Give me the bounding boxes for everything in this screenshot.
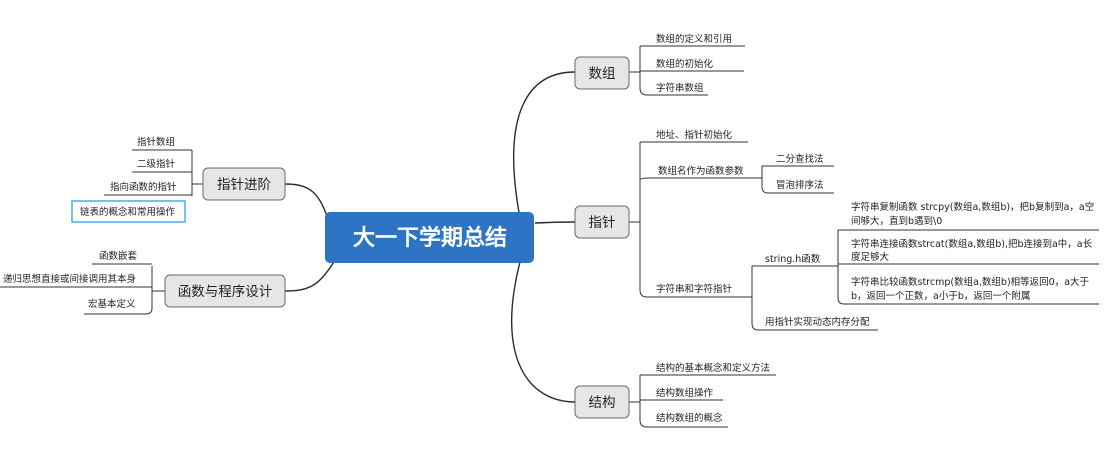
connector-root-pointers [534, 221, 576, 224]
string-h-strcmp-line2[interactable]: b，返回一个正数，a小于b，返回一个附属 [851, 290, 1030, 302]
functions-connectors [0, 263, 165, 315]
string-h-strcat-line2[interactable]: 度足够大 [851, 251, 890, 263]
pointers-item-bubble-sort[interactable]: 冒泡排序法 [776, 179, 824, 191]
functions-item-recursion[interactable]: 递归思想直接或间接调用其本身 [3, 273, 136, 285]
string-h-strcpy-line1[interactable]: 字符串复制函数 strcpy(数组a,数组b)，把b复制到a，a空 [851, 201, 1094, 213]
branch-structs[interactable]: 结构 [574, 385, 630, 419]
pointers-item-string-h[interactable]: string.h函数 [765, 253, 821, 265]
svg-text:结构: 结构 [589, 395, 616, 411]
structs-item-basics[interactable]: 结构的基本概念和定义方法 [656, 362, 770, 374]
branch-functions[interactable]: 函数与程序设计 [164, 274, 286, 308]
svg-text:函数与程序设计: 函数与程序设计 [178, 284, 273, 300]
string-h-strcpy-line2[interactable]: 间够大，直到b遇到\0 [851, 215, 942, 227]
structs-item-array-ops[interactable]: 结构数组操作 [656, 387, 714, 399]
connector-root-arrays [513, 71, 576, 219]
arrays-item-init[interactable]: 数组的初始化 [656, 58, 714, 70]
advanced-item-linked-list[interactable]: 链表的概念和常用操作 [80, 206, 176, 218]
advanced-item-pointer-array[interactable]: 指针数组 [137, 136, 176, 148]
arrays-item-definition[interactable]: 数组的定义和引用 [656, 33, 732, 45]
connector-root-functions [284, 259, 336, 292]
string-h-strcmp-line1[interactable]: 字符串比较函数strcmp(数组a,数组b)相等返回0，a大于 [851, 276, 1089, 288]
svg-text:指针: 指针 [589, 215, 616, 231]
branch-advanced-pointers[interactable]: 指针进阶 [202, 167, 286, 201]
pointers-item-binary-search[interactable]: 二分查找法 [776, 153, 824, 165]
connector-root-structs [511, 261, 576, 403]
advanced-item-func-pointer[interactable]: 指向函数的指针 [110, 181, 177, 193]
root-node[interactable]: 大一下学期总结 [325, 212, 534, 263]
arrays-connectors [629, 45, 745, 96]
functions-item-macro[interactable]: 宏基本定义 [88, 298, 136, 310]
advanced-item-double-pointer[interactable]: 二级指针 [137, 158, 176, 170]
advanced-connectors [104, 149, 203, 196]
functions-item-nesting[interactable]: 函数嵌套 [99, 250, 138, 262]
branch-arrays[interactable]: 数组 [574, 56, 630, 90]
pointers-item-array-param[interactable]: 数组名作为函数参数 [658, 165, 744, 177]
advanced-item-linked-list-selection [71, 200, 186, 223]
svg-text:指针进阶: 指针进阶 [217, 177, 271, 193]
svg-text:数组: 数组 [589, 66, 616, 82]
pointers-item-address[interactable]: 地址、指针初始化 [656, 129, 733, 141]
connector-root-advanced [284, 183, 331, 226]
pointers-connectors [629, 141, 1099, 331]
arrays-item-string[interactable]: 字符串数组 [656, 82, 704, 94]
pointers-item-strings[interactable]: 字符串和字符指针 [656, 283, 733, 295]
pointers-item-dynamic-alloc[interactable]: 用指针实现动态内存分配 [765, 316, 870, 328]
string-h-strcat-line1[interactable]: 字符串连接函数strcat(数组a,数组b),把b连接到a中，a长 [851, 238, 1093, 250]
structs-connectors [629, 374, 776, 428]
structs-item-array-concept[interactable]: 结构数组的概念 [656, 412, 723, 424]
branch-pointers[interactable]: 指针 [574, 205, 630, 239]
root-label: 大一下学期总结 [353, 225, 507, 251]
